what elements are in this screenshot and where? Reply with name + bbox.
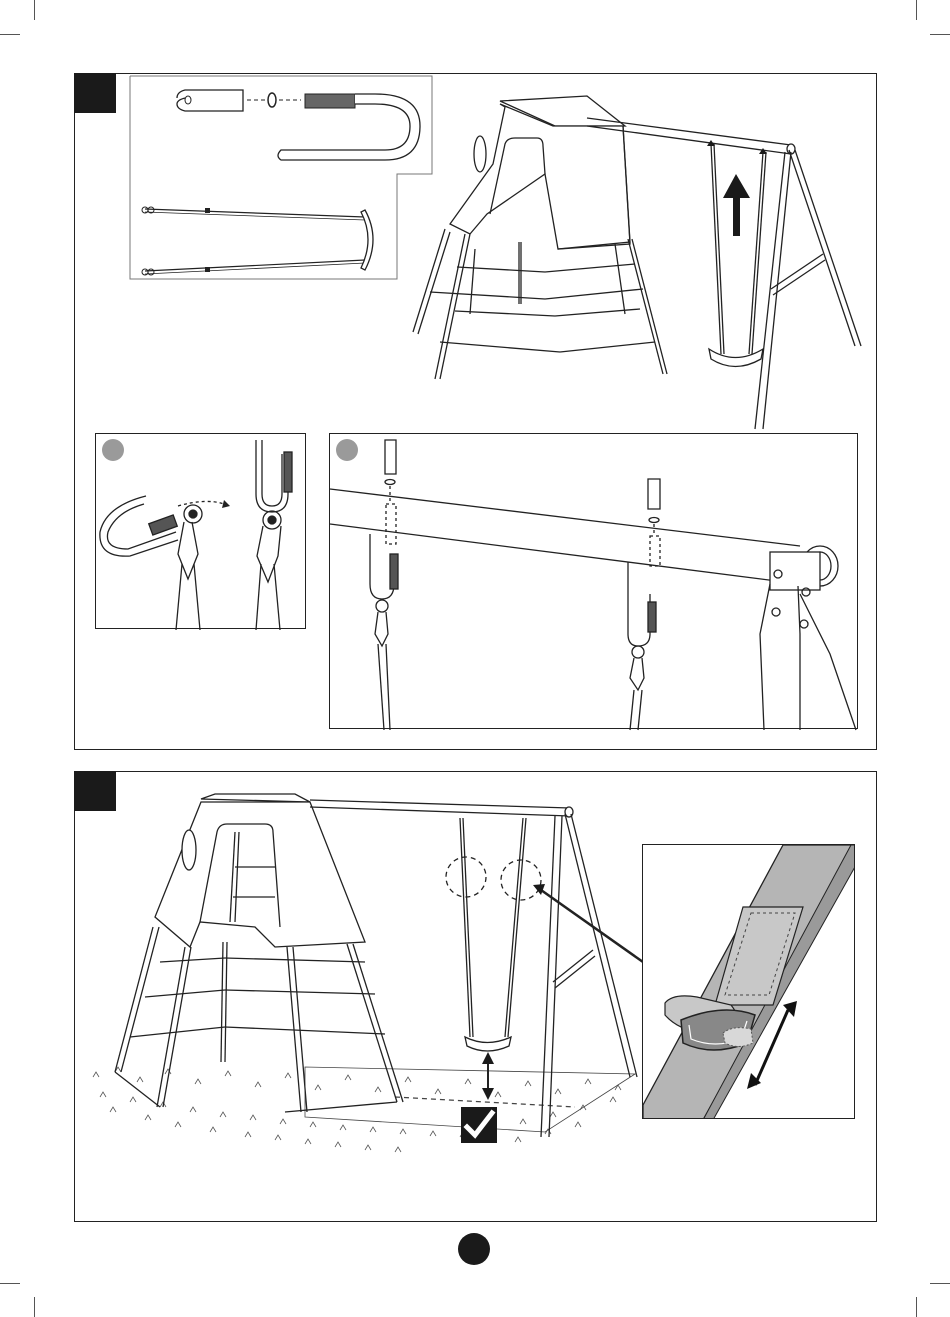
crop-mark [916, 0, 917, 20]
page-number-badge [458, 1233, 490, 1265]
crop-mark [34, 1297, 35, 1317]
inset-hook-through-eye [95, 433, 306, 629]
lift-arrow-icon [723, 174, 750, 236]
crop-mark [930, 1283, 950, 1284]
inset-strap-buckle [642, 844, 855, 1119]
crop-mark [0, 1283, 20, 1284]
check-mark-icon [461, 1107, 497, 1143]
crop-mark [34, 0, 35, 20]
inset-bolt-hooks-top-bar [329, 433, 858, 729]
step-panel-adjust-height [74, 771, 877, 1222]
crop-mark [0, 34, 20, 35]
crop-mark [916, 1297, 917, 1317]
hook-detail-illustration [96, 434, 307, 630]
crop-mark [930, 34, 950, 35]
step-panel-attach-swing [74, 73, 877, 750]
top-bar-detail-illustration [330, 434, 859, 730]
strap-adjust-illustration [643, 845, 855, 1119]
